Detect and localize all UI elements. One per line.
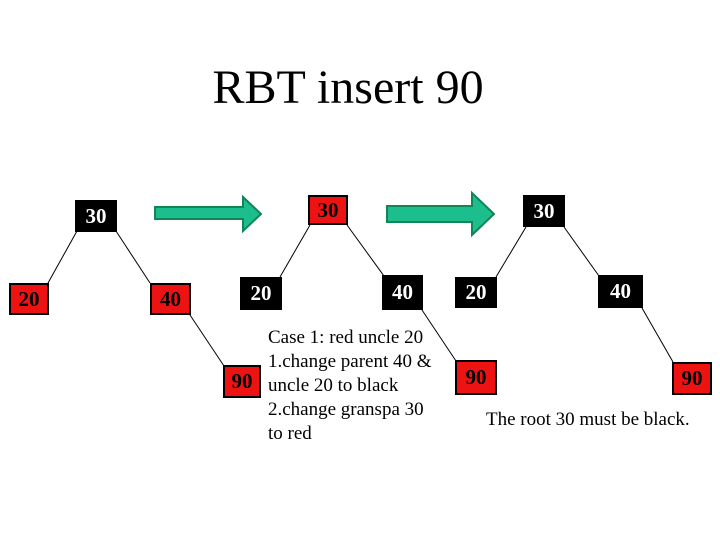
tree2-node-90: 90 <box>455 360 497 395</box>
slide-title: RBT insert 90 <box>212 61 484 114</box>
tree3-edge-30-20 <box>495 226 527 278</box>
tree3-edge-40-90 <box>641 307 674 363</box>
root-rule-note: The root 30 must be black. <box>486 409 690 430</box>
tree1-edge-30-40 <box>115 230 151 284</box>
case1-note-line: Case 1: red uncle 20 <box>268 327 424 348</box>
case1-note-line: uncle 20 to black <box>268 375 399 396</box>
tree1-node-40: 40 <box>150 283 191 315</box>
tree3-node-30: 30 <box>523 195 565 227</box>
case1-note: Case 1: red uncle 20 1.change parent 40 … <box>268 326 432 446</box>
tree1-node-20: 20 <box>9 283 49 315</box>
tree2-node-40: 40 <box>382 275 423 310</box>
tree2-edge-30-20 <box>279 224 311 278</box>
tree1-edge-30-20 <box>47 230 78 284</box>
tree1-node-90: 90 <box>223 365 261 398</box>
tree3-node-90: 90 <box>672 362 712 395</box>
case1-note-line: 1.change parent 40 & <box>268 351 432 372</box>
arrow-right-icon <box>386 190 496 238</box>
tree1-node-30: 30 <box>75 200 117 232</box>
tree1-edge-40-90 <box>189 314 225 367</box>
tree2-node-30: 30 <box>308 195 348 225</box>
tree2-edge-30-40 <box>346 224 385 277</box>
tree3-node-40: 40 <box>598 275 643 308</box>
tree2-node-20: 20 <box>240 277 282 310</box>
arrow-right-icon <box>154 194 263 234</box>
case1-note-line: 2.change granspa 30 <box>268 399 424 420</box>
tree3-edge-30-40 <box>563 226 600 277</box>
case1-note-line: to red <box>268 423 312 444</box>
tree3-node-20: 20 <box>455 277 497 308</box>
